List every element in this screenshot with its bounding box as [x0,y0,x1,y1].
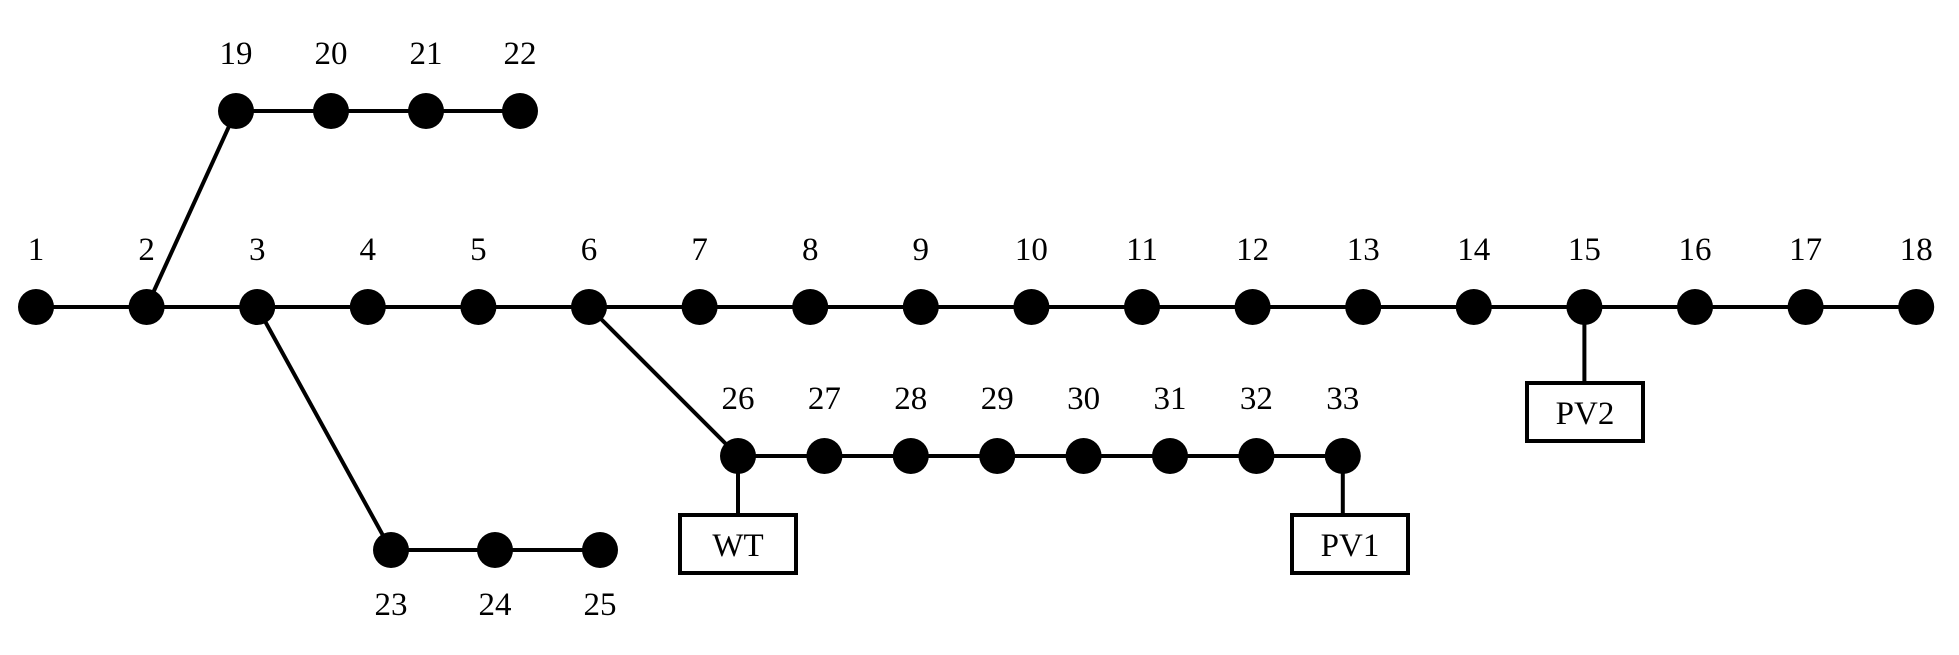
generator-layer: WT PV1 PV2 [678,381,1645,575]
bus-label-13: 13 [1347,232,1380,268]
bus-label-10: 10 [1015,232,1048,268]
bus-node-16 [1677,289,1713,325]
bus-label-12: 12 [1236,232,1269,268]
bus-label-29: 29 [981,381,1014,417]
bus-node-29 [979,438,1016,474]
bus-node-30 [1065,438,1102,474]
branch-6-26 [587,305,740,458]
bus-node-5 [460,289,497,325]
bus-node-17 [1787,289,1824,325]
bus-label-3: 3 [249,232,266,268]
bus-node-6 [571,289,607,325]
bus-node-21 [408,93,444,129]
bus-node-8 [792,289,829,325]
bus-node-9 [902,289,939,325]
bus-label-8: 8 [802,232,819,268]
bus-label-30: 30 [1067,381,1100,417]
bus-node-32 [1238,438,1275,474]
bus-node-20 [313,93,349,129]
generator-box-wt [678,513,798,575]
bus-node-11 [1124,289,1160,325]
bus-label-33: 33 [1326,381,1359,417]
bus-label-5: 5 [470,232,487,268]
bus-node-1 [18,289,54,325]
bus-node-31 [1152,438,1188,474]
bus-label-26: 26 [722,381,755,417]
bus-node-24 [477,532,513,568]
bus-node-23 [373,532,409,568]
bus-label-19: 19 [220,36,253,72]
bus-node-19 [218,93,254,129]
bus-node-22 [502,93,538,129]
bus-node-18 [1898,289,1935,325]
bus-label-23: 23 [375,587,408,623]
bus-label-2: 2 [138,232,155,268]
bus-node-3 [239,289,276,325]
generator-box-pv2 [1525,381,1645,443]
bus-node-13 [1345,289,1382,325]
bus-label-24: 24 [479,587,512,623]
bus-node-10 [1013,289,1050,325]
branch-layer [36,109,1917,552]
bus-node-25 [582,532,618,568]
bus-node-15 [1566,289,1603,325]
bus-node-28 [892,438,929,474]
branch-2-19 [144,110,238,308]
bus-node-4 [349,289,386,325]
bus-label-11: 11 [1126,232,1158,268]
bus-node-14 [1455,289,1492,325]
bus-label-17: 17 [1789,232,1822,268]
bus-label-27: 27 [808,381,841,417]
bus-node-7 [681,289,718,325]
bus-node-26 [720,438,756,474]
bus-label-9: 9 [913,232,930,268]
bus-node-33 [1324,438,1361,474]
generator-label-pv1: PV1 [1321,528,1380,564]
generator-label-wt: WT [712,528,763,564]
bus-label-22: 22 [504,36,537,72]
generator-label-pv2: PV2 [1556,396,1615,432]
bus-node-12 [1234,289,1271,325]
bus-label-25: 25 [584,587,617,623]
bus-label-31: 31 [1154,381,1187,417]
branch-3-23 [255,306,393,551]
bus-label-21: 21 [410,36,443,72]
bus-label-14: 14 [1457,232,1490,268]
bus-label-7: 7 [691,232,708,268]
bus-label-32: 32 [1240,381,1273,417]
bus-label-1: 1 [28,232,45,268]
bus-label-15: 15 [1568,232,1601,268]
bus-label-20: 20 [315,36,348,72]
bus-node-27 [806,438,843,474]
bus-node-layer [18,93,1935,568]
bus-label-18: 18 [1900,232,1933,268]
bus-label-16: 16 [1679,232,1712,268]
bus-label-4: 4 [360,232,377,268]
bus-label-6: 6 [581,232,598,268]
generator-box-pv1 [1290,513,1410,575]
bus-label-28: 28 [894,381,927,417]
bus-node-2 [128,289,165,325]
